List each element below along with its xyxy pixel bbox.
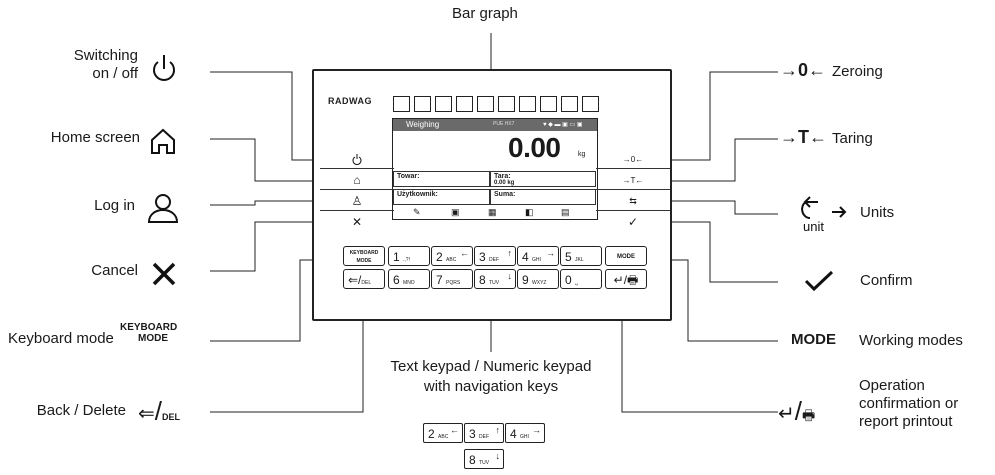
product-icon: ◧: [525, 207, 534, 217]
key-5[interactable]: 5 JKL: [560, 246, 602, 266]
keyboard-mode-key[interactable]: KEYBOARD MODE: [343, 246, 385, 266]
key-2[interactable]: 2 ABC←: [431, 246, 473, 266]
bar-segment: [456, 96, 473, 112]
status-icons: ♥ ◆ ▬ ▣ ▭ ▣: [543, 122, 583, 128]
home-key[interactable]: ⌂: [320, 172, 394, 190]
wrench-icon: ✎: [413, 207, 421, 217]
zeroing-icon: →0←: [780, 60, 827, 80]
enter-print-key[interactable]: ↵/🖶: [605, 269, 647, 289]
confirm-label: Confirm: [860, 272, 913, 289]
bar-segment: [561, 96, 578, 112]
log-in-label: Log in: [94, 197, 135, 214]
tare-db-icon: ▣: [451, 207, 460, 217]
display-screen: Weighing PUE HX7 ♥ ◆ ▬ ▣ ▭ ▣ 0.00 kg Tow…: [392, 118, 598, 220]
bar-segment: [582, 96, 599, 112]
screen-footer: ✎ ▣ ▦ ◧ ▤: [393, 207, 597, 219]
switching-label: Switching on / off: [73, 47, 138, 82]
back-delete-icon: ⇐/DEL: [138, 396, 180, 426]
login-key[interactable]: ♙: [320, 193, 394, 211]
home-icon: [151, 128, 175, 154]
keyboard-mode-label: Keyboard mode: [8, 330, 114, 347]
key-9[interactable]: 9 WXYZ: [517, 269, 559, 289]
mini-key-4: 4 GHI→: [505, 423, 545, 443]
key-0[interactable]: 0 ␣: [560, 269, 602, 289]
taring-icon: →T←: [780, 127, 827, 147]
key-6[interactable]: 6 MNO: [388, 269, 430, 289]
key-1[interactable]: 1 .,?!: [388, 246, 430, 266]
enter-print-icon: ↵/🖶: [778, 396, 816, 426]
cancel-icon: [152, 262, 176, 286]
keyboard-mode-icon: KEYBOARD MODE: [120, 322, 178, 344]
text-keypad-label: Text keypad / Numeric keypad with naviga…: [390, 358, 592, 395]
suma-cell: Suma:: [490, 189, 596, 205]
back-delete-label: Back / Delete: [36, 402, 126, 419]
units-icon: unit: [801, 196, 847, 234]
units-key[interactable]: ⇆: [596, 193, 670, 211]
taring-label: Taring: [832, 130, 873, 147]
mini-key-3: 3 DEF↑: [464, 423, 504, 443]
radwag-logo: RADWAG: [328, 96, 372, 106]
screen-header: Weighing PUE HX7 ♥ ◆ ▬ ▣ ▭ ▣: [393, 119, 597, 131]
bar-segment: [519, 96, 536, 112]
keypad-icon: ▦: [488, 207, 497, 217]
bar-segment: [540, 96, 557, 112]
zeroing-label: Zeroing: [832, 63, 883, 80]
tara-cell: Tara: 0.00 kg: [490, 171, 596, 187]
uzytkownik-cell: Użytkownik:: [393, 189, 490, 205]
bar-segment: [393, 96, 410, 112]
cancel-label: Cancel: [91, 262, 138, 279]
weight-unit: kg: [578, 151, 586, 158]
bar-segment: [477, 96, 494, 112]
check-icon: [804, 270, 834, 292]
power-key[interactable]: [320, 151, 394, 169]
key-3[interactable]: 3 DEF↑: [474, 246, 516, 266]
screen-title: Weighing: [406, 120, 440, 129]
printer-icon: ▤: [561, 207, 570, 217]
operation-label: Operation confirmation or report printou…: [859, 377, 959, 430]
units-label: Units: [860, 204, 895, 221]
zero-key[interactable]: →0←: [596, 151, 670, 169]
mode-key[interactable]: MODE: [605, 246, 647, 266]
power-icon: [153, 55, 175, 81]
svg-text:unit: unit: [803, 219, 824, 234]
user-icon: [147, 194, 179, 223]
key-4[interactable]: 4 GHI→: [517, 246, 559, 266]
mini-key-2: 2 ABC←: [423, 423, 463, 443]
towar-cell: Towar:: [393, 171, 490, 187]
key-8[interactable]: 8 TUV↓: [474, 269, 516, 289]
cancel-key[interactable]: ✕: [351, 215, 363, 229]
bar-segment: [498, 96, 515, 112]
key-7[interactable]: 7 PQRS: [431, 269, 473, 289]
screen-model: PUE HX7: [493, 121, 515, 127]
mode-icon: MODE: [791, 331, 836, 348]
bar-graph-label: Bar graph: [452, 5, 518, 22]
bar-segment: [435, 96, 452, 112]
mini-key-8: 8 TUV↓: [464, 449, 504, 469]
tare-key[interactable]: →T←: [596, 172, 670, 190]
working-modes-label: Working modes: [859, 332, 963, 349]
weight-value: 0.00: [508, 132, 561, 163]
home-screen-label: Home screen: [50, 129, 140, 146]
confirm-key[interactable]: ✓: [627, 215, 639, 229]
del-key[interactable]: ⇐/DEL: [343, 269, 385, 289]
bar-segment: [414, 96, 431, 112]
